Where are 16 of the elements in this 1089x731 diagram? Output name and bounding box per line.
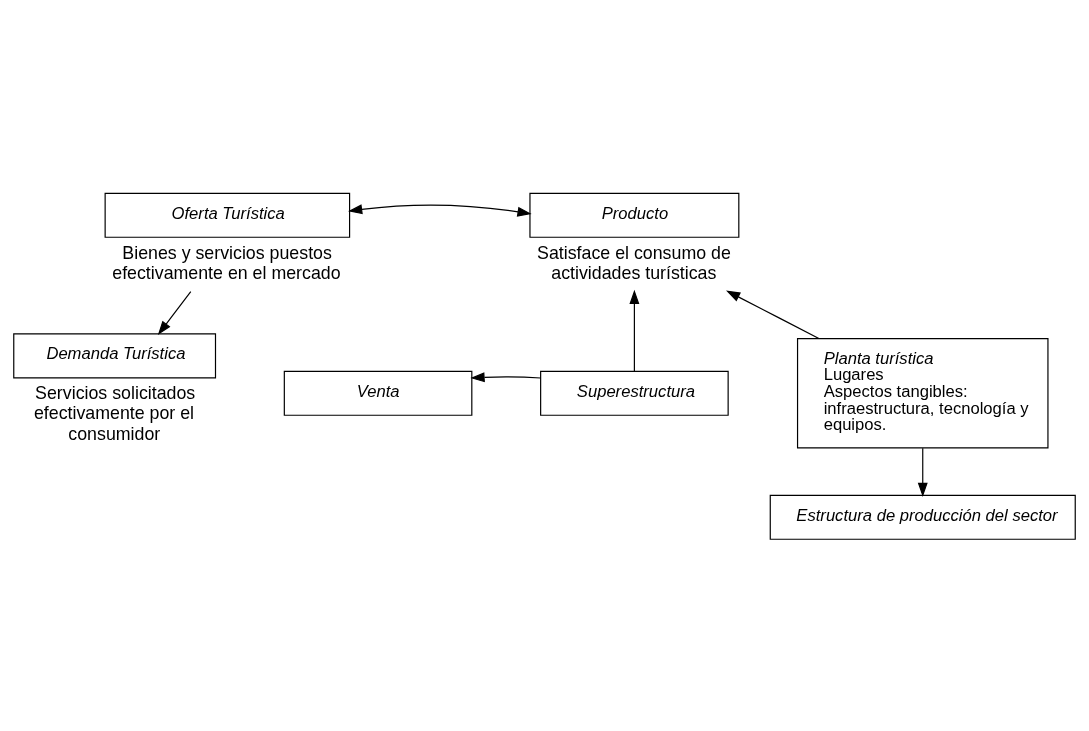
node-box: Venta	[283, 370, 473, 416]
node-box: Superestructura	[540, 370, 729, 416]
node-box: Demanda Turística	[13, 332, 217, 378]
node-box: Oferta Turística	[104, 192, 351, 238]
node-label: Servicios solicitados efectivamente por el consumidor	[33, 382, 196, 444]
node-box: Estructura de producción del sector	[769, 494, 1076, 540]
arrow	[726, 290, 820, 339]
arrow	[917, 447, 928, 497]
arrow	[157, 290, 192, 335]
node-box: Producto	[529, 192, 740, 238]
node-box: Planta turística Lugares Aspectos tangibles: infraestructura, tecnología y equipos.	[796, 337, 1049, 448]
arrow	[629, 289, 640, 372]
arrow	[348, 203, 532, 217]
node-label: Satisface el consumo de actividades turísticas	[537, 242, 731, 283]
arrow	[470, 371, 542, 382]
node-label: Bienes y servicios puestos efectivamente en el mercado	[112, 242, 341, 283]
